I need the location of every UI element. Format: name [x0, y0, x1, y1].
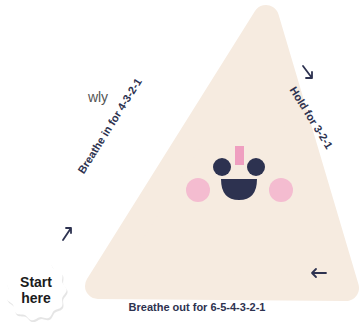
cheek [269, 178, 293, 202]
cheek [186, 178, 210, 202]
nose [235, 146, 244, 165]
triangle-shape [98, 18, 346, 288]
arrow-icon [303, 66, 312, 78]
badge-text: Start here [4, 258, 68, 322]
eye [247, 158, 265, 176]
arrow-icon [312, 269, 326, 277]
step-label: Breathe in for 4-3-2-1 [75, 76, 144, 176]
arrow-icon [63, 228, 71, 240]
cut-off-text: wly [88, 91, 108, 104]
start-badge: Start here [4, 258, 68, 322]
smile [221, 179, 257, 200]
eye [213, 158, 231, 176]
step-label: Breathe out for 6-5-4-3-2-1 [129, 301, 266, 314]
